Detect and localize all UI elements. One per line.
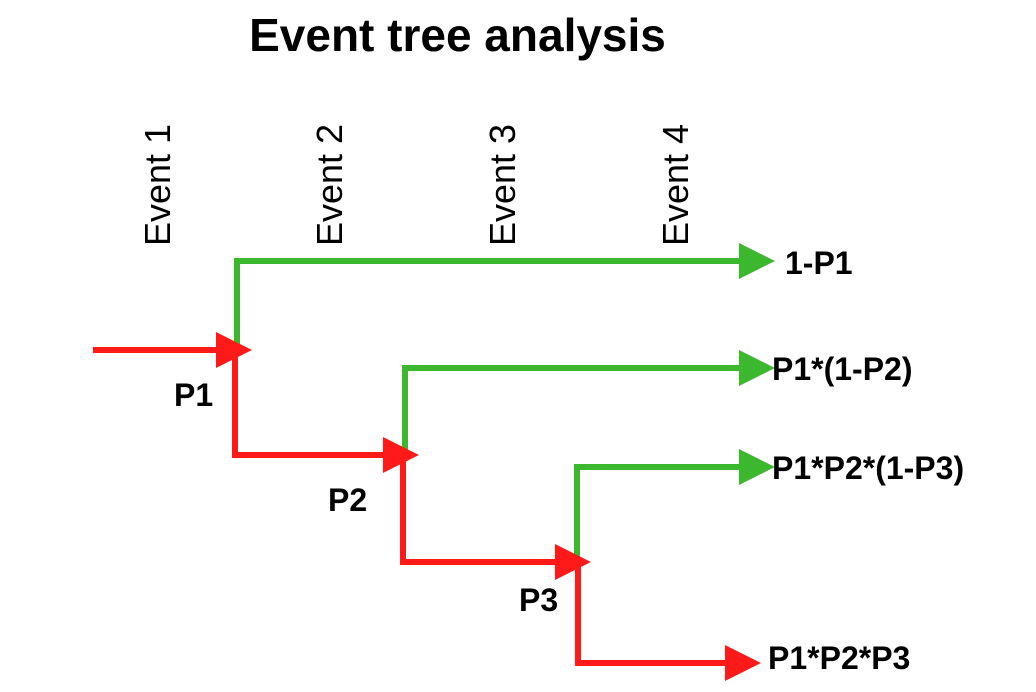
failure-branch-1 — [232, 350, 419, 473]
failure-branch-2 — [400, 455, 591, 580]
outcome-2-label: P1*(1-P2) — [772, 351, 913, 387]
failure-branch-3 — [575, 562, 761, 681]
diagram-title: Event tree analysis — [249, 9, 666, 61]
success-branch-1 — [234, 243, 775, 352]
probability-p2-label: P2 — [328, 482, 368, 518]
success-branch-2 — [402, 350, 775, 455]
outcome-1-label: 1-P1 — [785, 245, 853, 281]
probability-p1-label: P1 — [174, 377, 214, 413]
success-branch-3 — [574, 449, 775, 562]
probability-p3-label: P3 — [519, 582, 559, 618]
outcome-3-label: P1*P2*(1-P3) — [772, 450, 965, 486]
outcome-4-label: P1*P2*P3 — [768, 640, 911, 676]
